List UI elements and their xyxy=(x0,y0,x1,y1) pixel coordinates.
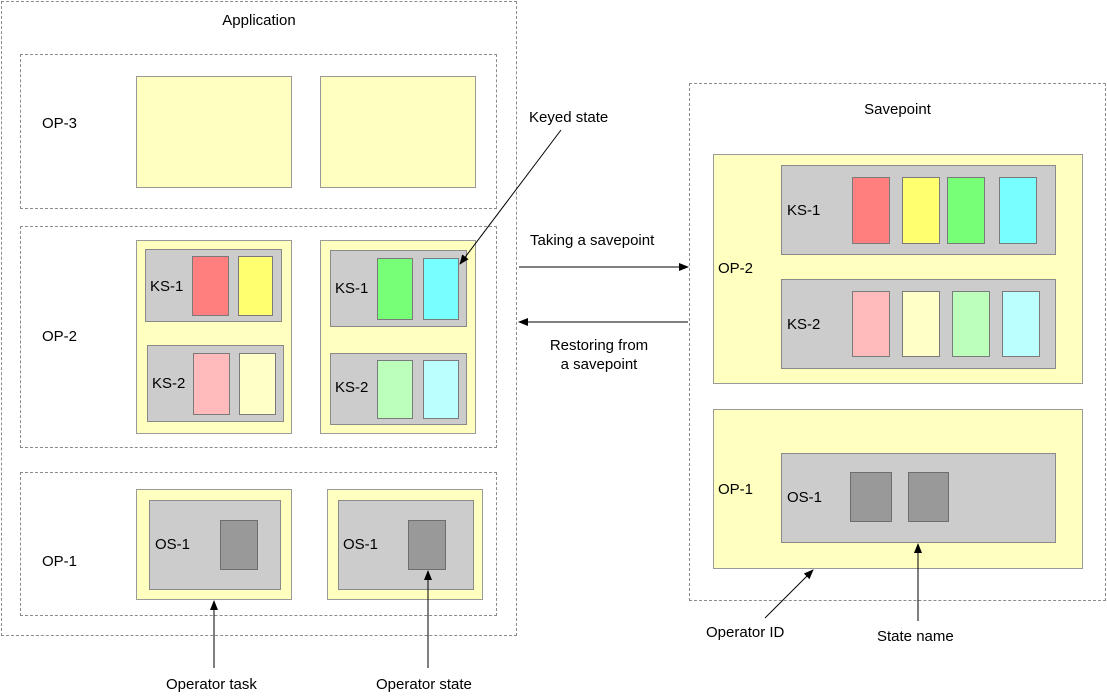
operator-state-box xyxy=(850,472,892,522)
application-title: Application xyxy=(222,12,296,29)
op2-container xyxy=(20,226,497,448)
savepoint-container xyxy=(689,83,1106,601)
op1-task1-os1 xyxy=(149,500,281,590)
state-cell-cyan xyxy=(423,258,459,320)
state-cell-cyan xyxy=(999,177,1037,244)
savepoint-os1-label: OS-1 xyxy=(787,489,823,506)
application-container xyxy=(1,1,517,636)
restoring-savepoint-label-line1: Restoring from xyxy=(549,337,649,354)
state-cell-light-cyan xyxy=(1002,291,1040,357)
state-cell-yellow xyxy=(902,177,940,244)
keyed-state-annotation: Keyed state xyxy=(529,109,609,126)
keyed-state-arrow xyxy=(459,129,562,265)
state-cell-pink xyxy=(193,353,230,415)
savepoint-op2-label: OP-2 xyxy=(718,260,754,277)
savepoint-ks1-label: KS-1 xyxy=(787,202,821,219)
op2-label: OP-2 xyxy=(42,328,78,345)
operator-state-annotation: Operator state xyxy=(376,676,472,693)
operator-state-box xyxy=(908,472,949,522)
operator-state-box xyxy=(220,520,258,570)
state-cell-pink xyxy=(852,291,890,357)
op2-task2-ks1-label: KS-1 xyxy=(335,280,369,297)
op1-task1-os1-label: OS-1 xyxy=(155,536,191,553)
state-cell-light-cyan xyxy=(423,360,459,419)
op3-task-2 xyxy=(320,76,476,188)
op1-container xyxy=(20,472,497,616)
state-cell-light-green xyxy=(377,360,413,419)
operator-id-arrow xyxy=(764,569,814,619)
op2-task1-ks2-label: KS-2 xyxy=(152,375,186,392)
op1-task2-os1-label: OS-1 xyxy=(343,536,379,553)
state-cell-red xyxy=(192,256,229,316)
savepoint-ks2-label: KS-2 xyxy=(787,316,821,333)
op2-task2-ks2-label: KS-2 xyxy=(335,379,369,396)
state-cell-light-yellow xyxy=(902,291,940,357)
op1-task2-os1 xyxy=(338,500,474,590)
restoring-savepoint-label-line2: a savepoint xyxy=(560,356,638,373)
savepoint-title: Savepoint xyxy=(864,101,931,118)
op2-task1-ks1-label: KS-1 xyxy=(150,278,184,295)
state-name-annotation: State name xyxy=(877,628,954,645)
operator-state-box xyxy=(408,520,446,570)
savepoint-op1-label: OP-1 xyxy=(718,481,754,498)
state-cell-red xyxy=(852,177,890,244)
operator-task-annotation: Operator task xyxy=(166,676,257,693)
op1-label: OP-1 xyxy=(42,553,78,570)
op3-label: OP-3 xyxy=(42,115,78,132)
state-cell-light-yellow xyxy=(239,353,276,415)
op3-container xyxy=(20,54,497,209)
operator-id-annotation: Operator ID xyxy=(706,624,785,641)
state-cell-yellow xyxy=(238,256,273,316)
state-cell-green xyxy=(947,177,985,244)
op3-task-1 xyxy=(136,76,292,188)
state-cell-green xyxy=(377,258,413,320)
taking-savepoint-label: Taking a savepoint xyxy=(530,232,655,249)
state-cell-light-green xyxy=(952,291,990,357)
